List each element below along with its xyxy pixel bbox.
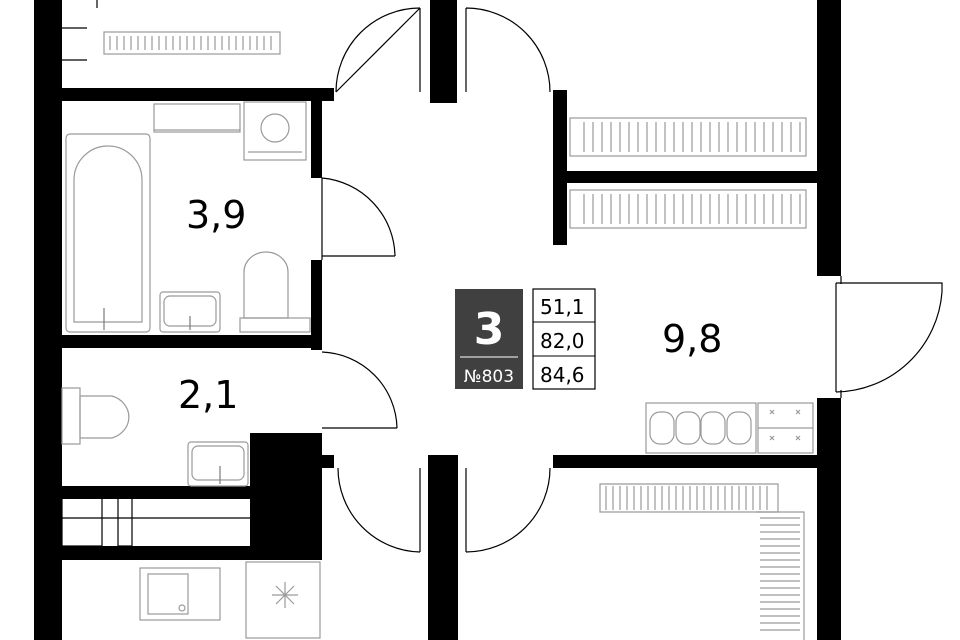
kitchen-top-wall: [34, 546, 322, 560]
bathroom-toilet-icon: [239, 251, 311, 333]
apartment-number: №803: [464, 367, 514, 387]
closet-lower-icon: [569, 189, 807, 229]
bathroom-area-label: 3,9: [186, 193, 246, 237]
bathroom-sink-icon: [159, 291, 221, 333]
bathroom-right-wall-upper: [311, 100, 322, 178]
total-area-with-balcony: 84,6: [540, 363, 585, 387]
bottom-right-room-top-wall: [553, 455, 841, 468]
living-area: 51,1: [540, 295, 585, 319]
fixtures: [61, 31, 814, 640]
top-center-pillar: [430, 0, 457, 103]
stove-icon: [245, 561, 321, 639]
apartment-badge: [455, 289, 523, 389]
door-jamb-left: [322, 455, 334, 468]
bathroom-right-wall-lower: [311, 260, 322, 350]
shoe-rack-icon: [645, 402, 757, 454]
top-left-door-icon: [335, 7, 421, 93]
bottom-left-door-icon: [337, 467, 421, 553]
area-box: [532, 288, 596, 390]
bathroom-shelf-icon: [153, 103, 241, 133]
bath-toilet-divider-wall: [34, 335, 322, 348]
apartment-info: 3 №803 51,1 82,0 84,6: [455, 288, 596, 390]
hall-area-label: 9,8: [662, 317, 722, 361]
room-count: 3: [474, 304, 505, 355]
top-left-room-bottom-wall: [34, 88, 334, 101]
toilet-area-label: 2,1: [178, 373, 238, 417]
shoe-cabinet-icon: [757, 402, 814, 454]
bottom-center-pillar: [428, 455, 458, 640]
top-radiator-icon: [103, 31, 281, 55]
bottom-wardrobe-icon: [599, 483, 805, 640]
toilet-sink-icon: [187, 441, 249, 487]
bathroom-door-icon: [321, 177, 396, 260]
closet-divider-wall: [553, 171, 841, 183]
bottom-right-door-icon: [465, 467, 551, 553]
toilet-door-icon: [321, 351, 398, 429]
shaft-block-wall: [250, 433, 322, 560]
kitchen-sink-icon: [139, 567, 221, 621]
closet-upper-icon: [569, 117, 807, 157]
walls: [34, 0, 841, 640]
toilet-icon: [61, 387, 130, 445]
closet-left-wall: [553, 90, 567, 245]
right-door-icon: [835, 282, 943, 393]
doors: [321, 7, 943, 553]
total-area: 82,0: [540, 329, 585, 353]
top-right-door-icon: [465, 7, 551, 93]
washing-machine-icon: [243, 101, 307, 161]
bathtub-icon: [65, 133, 151, 333]
left-outer-wall: [34, 0, 62, 640]
right-lower-wall: [817, 398, 841, 640]
right-top-wall: [817, 0, 841, 276]
